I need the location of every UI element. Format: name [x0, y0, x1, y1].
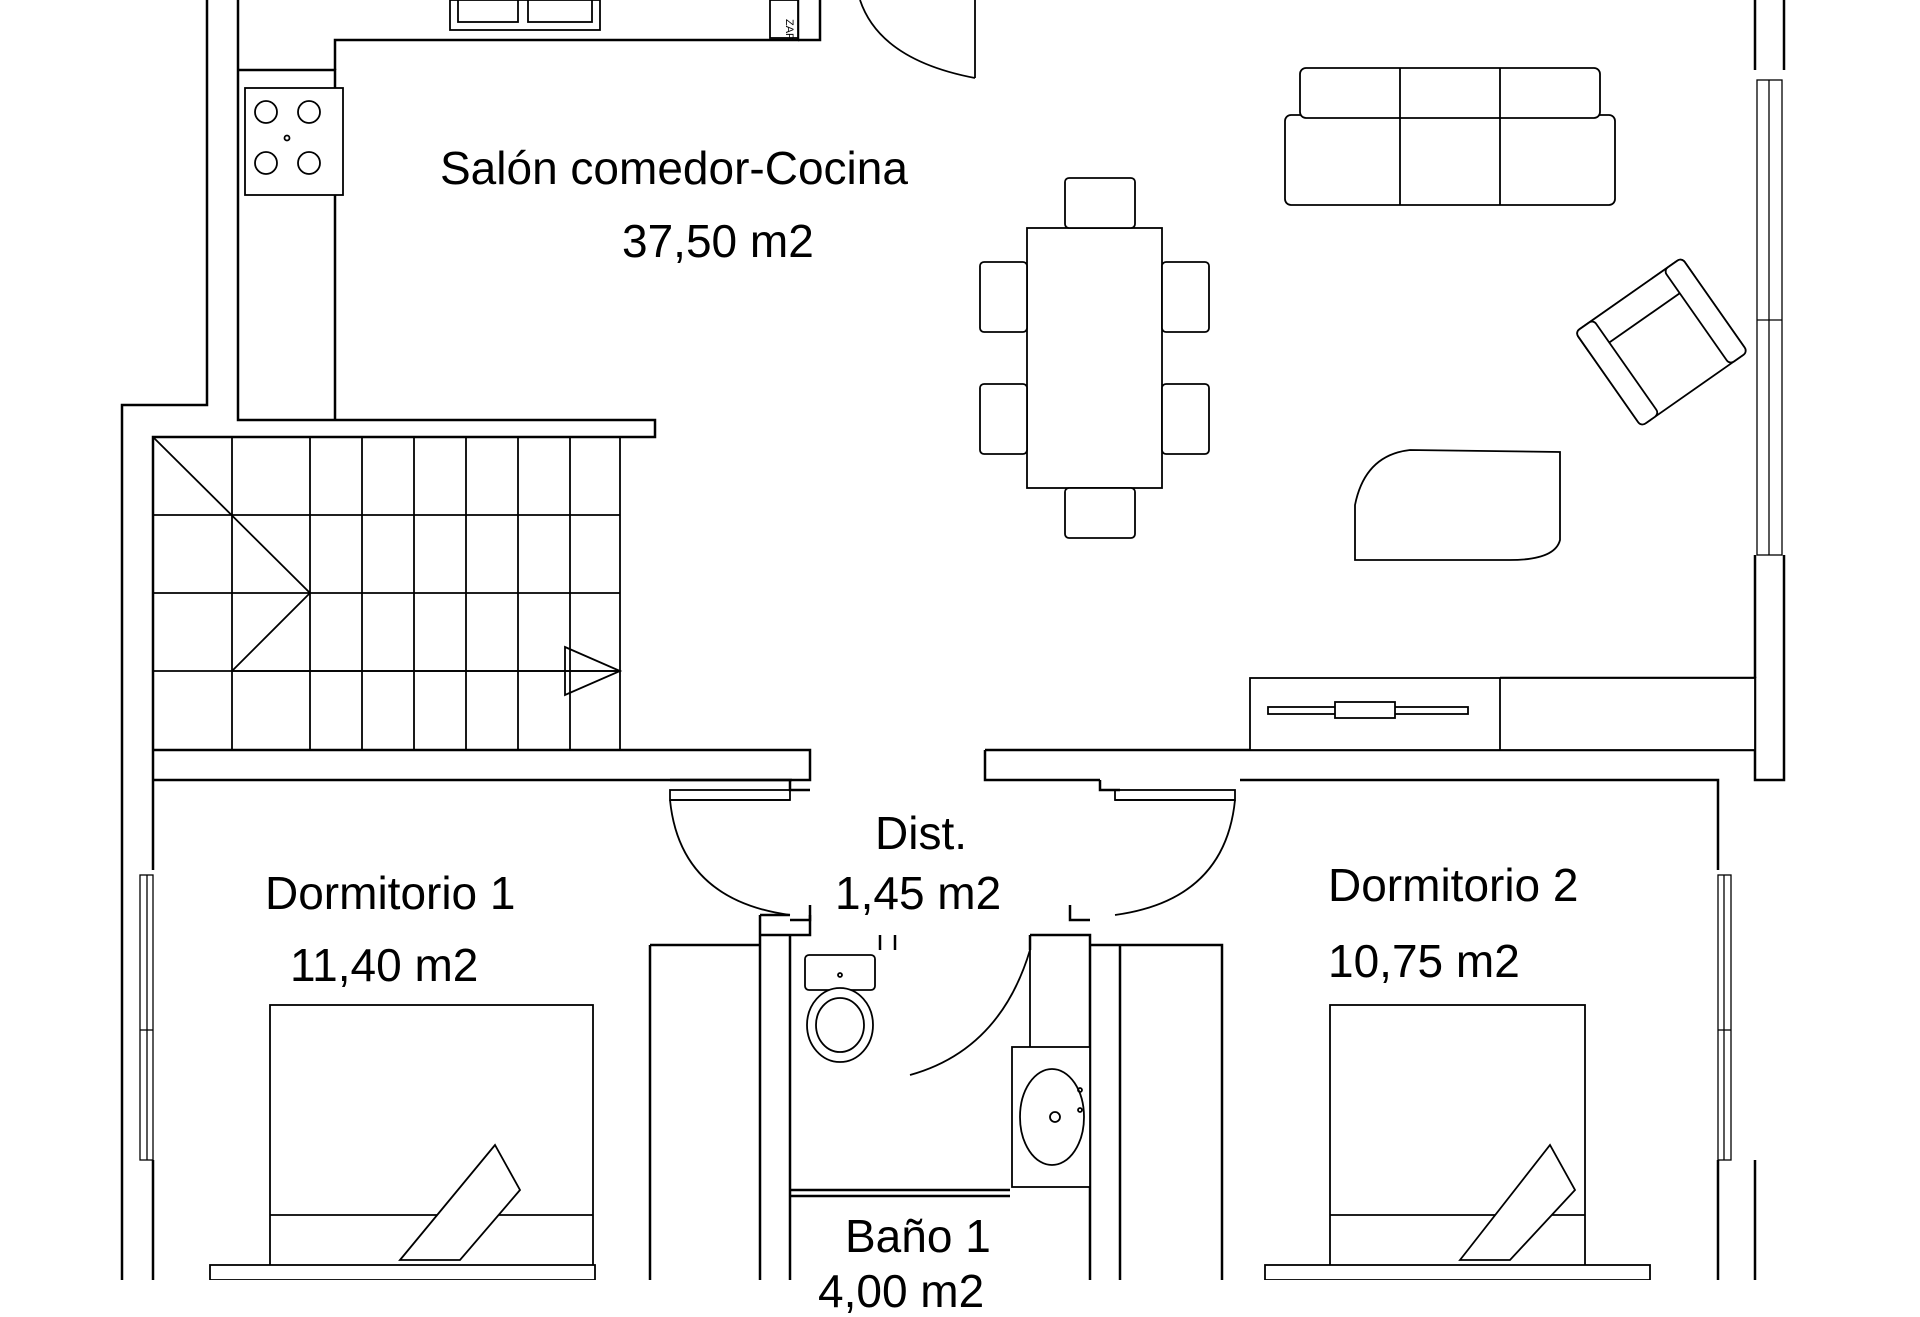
living-room-area: 37,50 m2 — [622, 215, 814, 267]
dining-table — [979, 177, 1210, 539]
bathroom-area: 4,00 m2 — [818, 1265, 985, 1317]
coffee-table — [1354, 449, 1561, 561]
bed-2 — [1264, 1004, 1651, 1280]
living-room-name: Salón comedor-Cocina — [440, 142, 908, 194]
sofa — [1284, 67, 1616, 206]
distributor-name: Dist. — [875, 807, 967, 859]
distributor-area: 1,45 m2 — [835, 867, 1002, 919]
bedroom1-area: 11,40 m2 — [290, 939, 479, 991]
bedroom1-name: Dormitorio 1 — [265, 867, 516, 919]
windows — [139, 79, 1783, 1161]
bed-1 — [209, 1004, 596, 1280]
sink — [1011, 1046, 1091, 1188]
bedroom2-name: Dormitorio 2 — [1328, 859, 1579, 911]
bathroom-name: Baño 1 — [845, 1210, 991, 1262]
staircase — [152, 436, 623, 751]
appliance-label: ZAP — [783, 19, 795, 40]
floor-plan: ZAP — [120, 0, 1786, 1280]
bedroom2-area: 10,75 m2 — [1328, 935, 1520, 987]
toilet — [804, 954, 876, 1063]
doors — [669, 0, 1236, 1076]
kitchen — [244, 0, 799, 196]
armchair — [1576, 258, 1747, 426]
tv-unit — [1249, 677, 1756, 751]
